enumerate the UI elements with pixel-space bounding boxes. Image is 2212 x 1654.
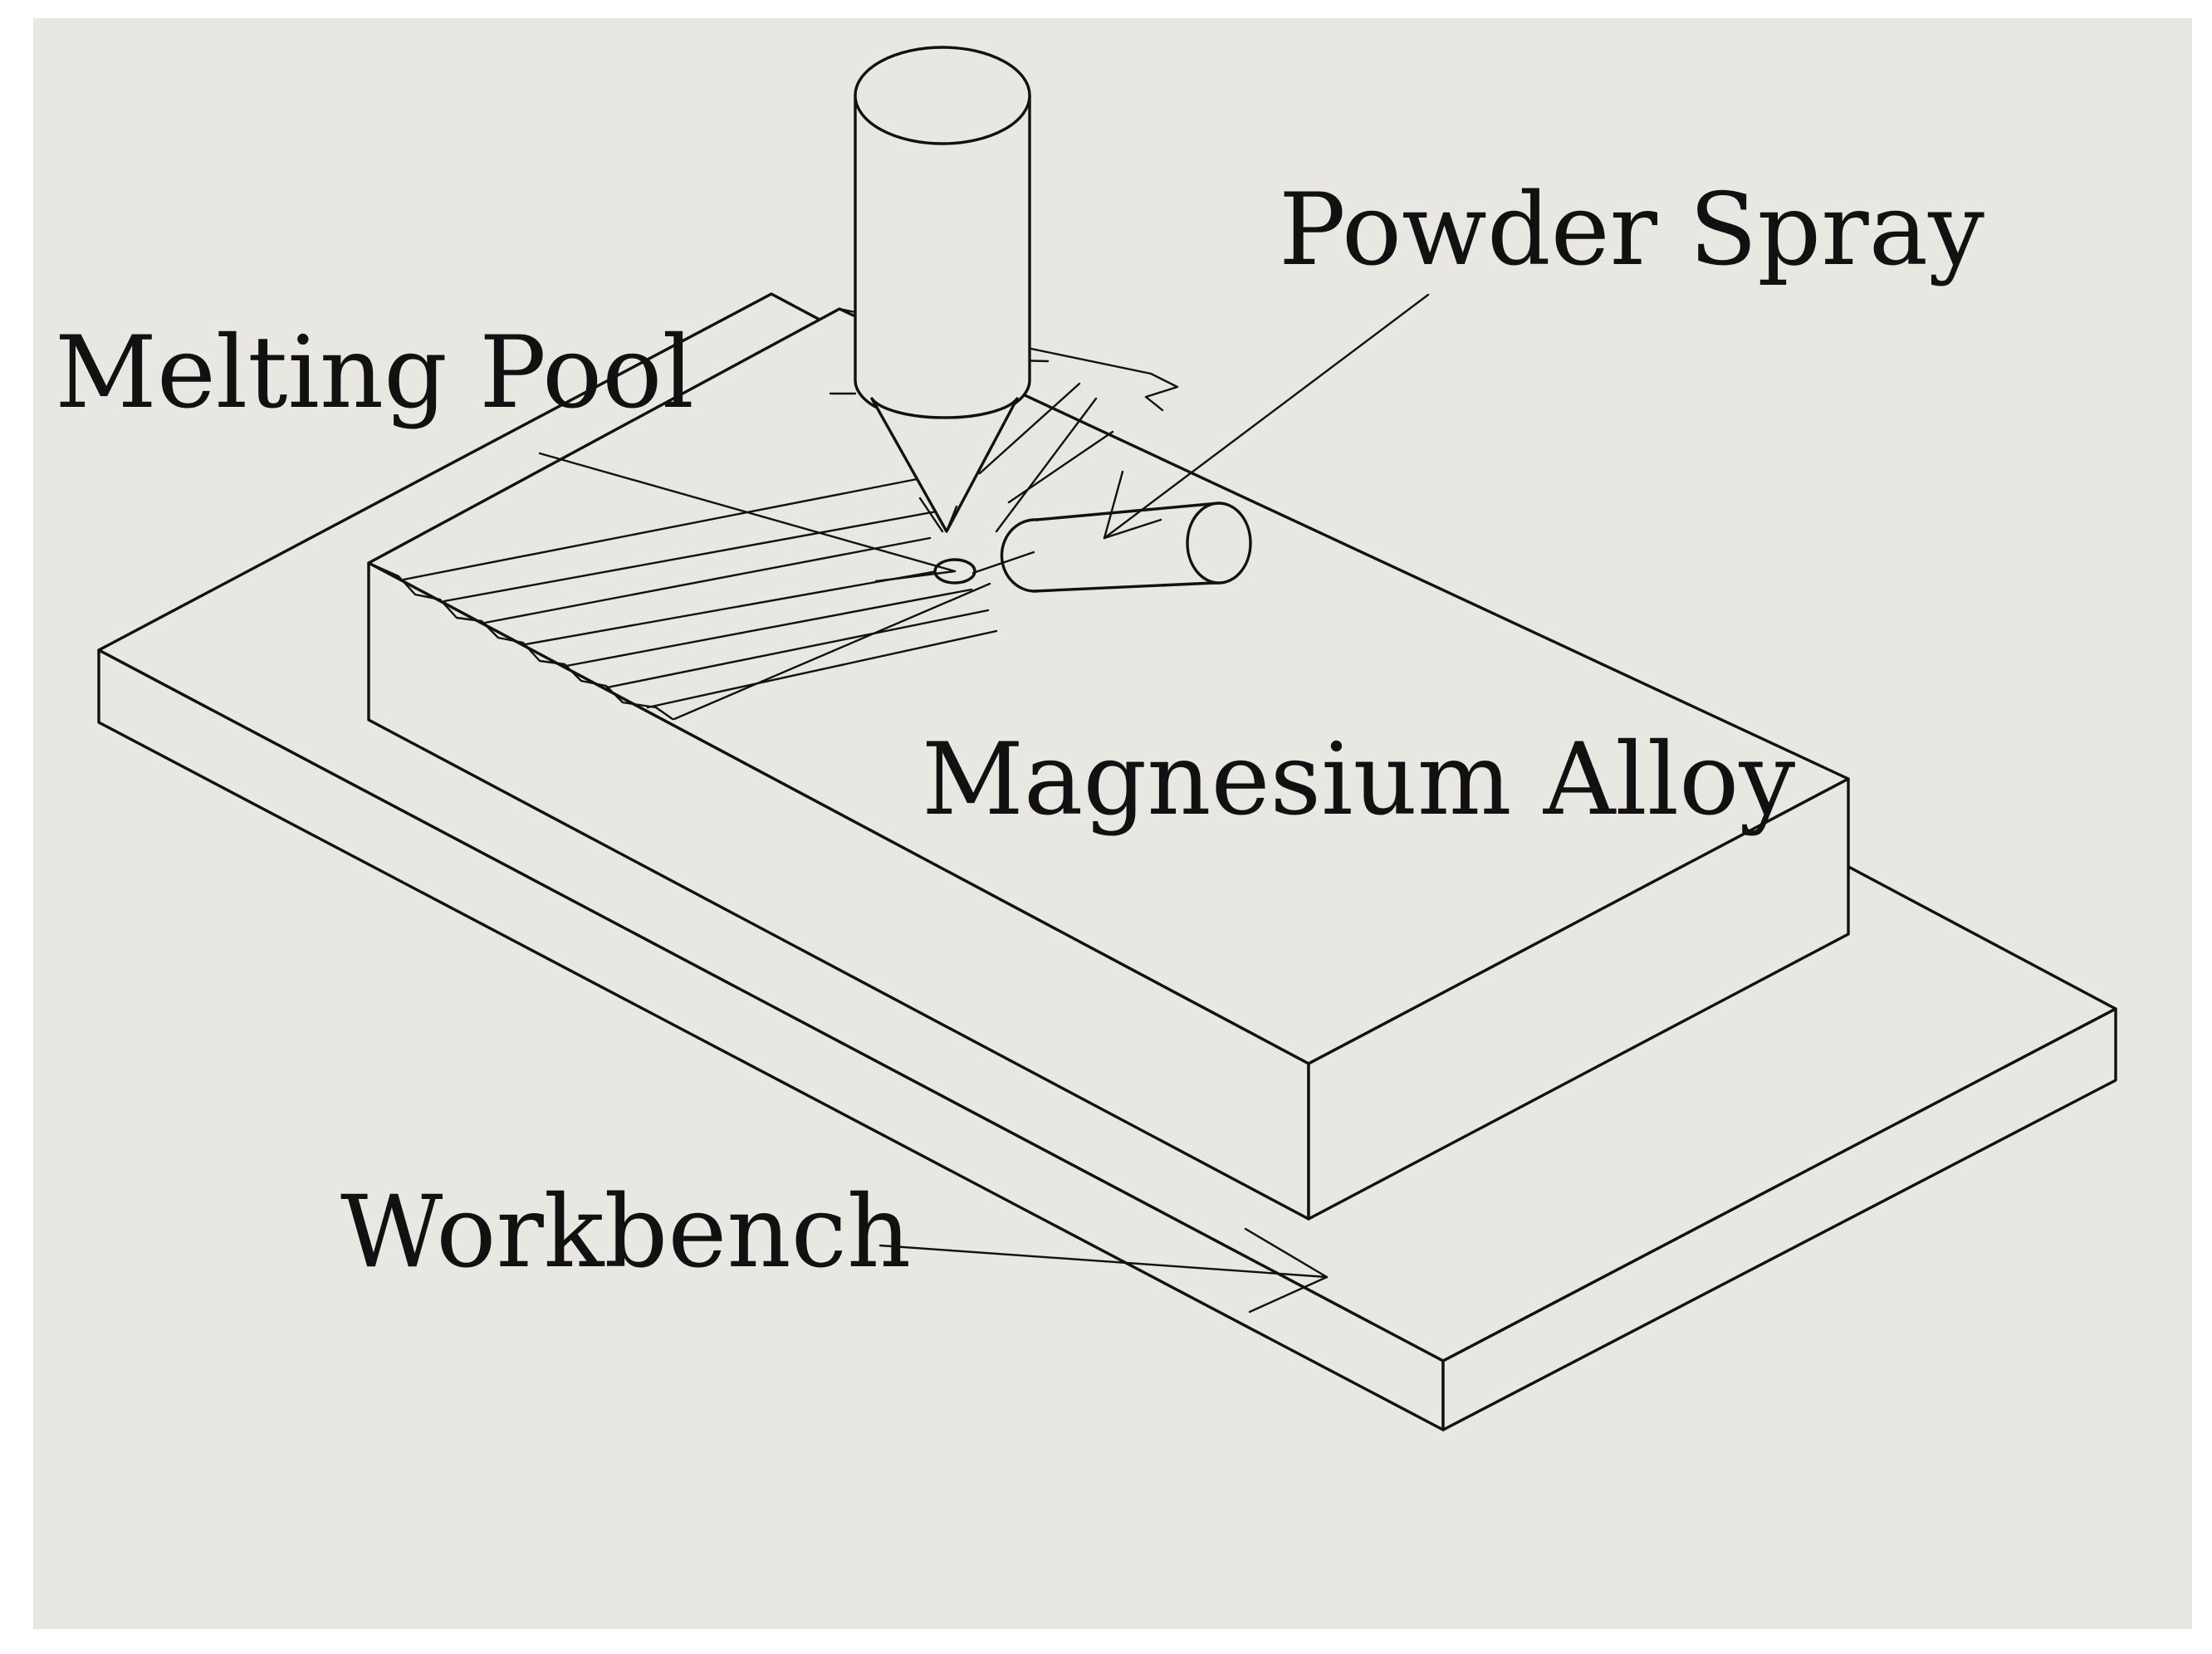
track-front-edge [367, 561, 674, 721]
powder-nozzle [971, 502, 1252, 593]
laser-head [854, 46, 1031, 533]
workbench-leader [878, 1244, 1329, 1279]
alloy-right-face [1307, 777, 1850, 1221]
melting-pool-label: Melting Pool [55, 316, 694, 431]
powder-spray-label: Powder Spray [1279, 173, 1984, 288]
melting-pool-leader [538, 452, 957, 573]
powder-nozzle-end [1186, 502, 1252, 585]
powder-spray-leader [1103, 293, 1430, 540]
laser-nozzle-cone [870, 397, 1019, 533]
magnesium-alloy-block [367, 307, 1850, 1221]
workbench-label: Workbench [340, 1175, 911, 1290]
leader-lines [538, 293, 1430, 1314]
magnesium-alloy-label: Magnesium Alloy [922, 722, 1795, 838]
workbench-right-face [1441, 1007, 2117, 1431]
laser-cylinder-top [854, 46, 1031, 145]
